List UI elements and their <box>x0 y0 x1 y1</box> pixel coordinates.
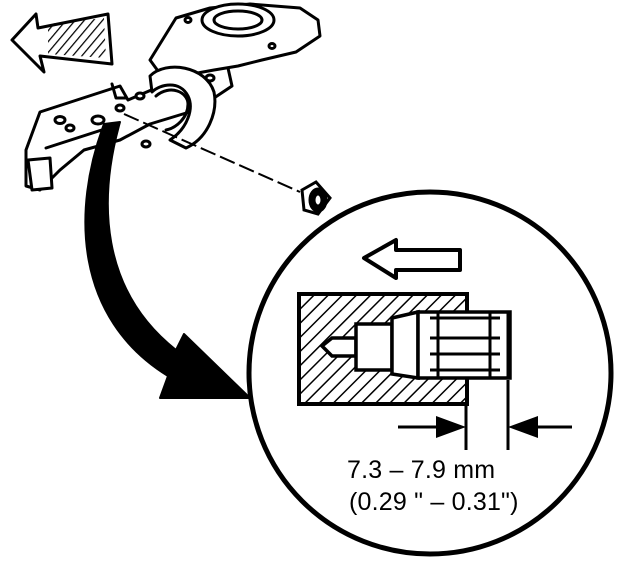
insert-section <box>319 309 512 381</box>
callout-arrow-icon <box>84 121 251 399</box>
frame-assembly <box>24 2 322 192</box>
direction-arrow-icon <box>362 238 462 280</box>
dimension-arrow-icon <box>398 416 466 438</box>
dimension-label-metric: 7.3 – 7.9 mm <box>347 456 496 484</box>
dimension-arrow-icon <box>508 416 572 438</box>
leader-line <box>123 113 301 193</box>
detail-view <box>246 189 614 557</box>
direction-arrow-icon <box>10 12 114 74</box>
insert-part <box>300 180 332 216</box>
dimension-label-imperial: (0.29 " – 0.31") <box>349 488 519 516</box>
